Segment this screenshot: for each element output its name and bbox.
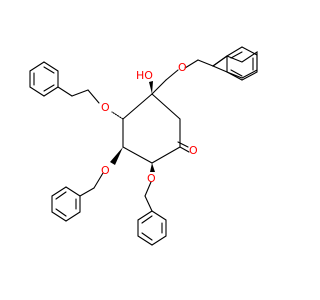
hydroxyl-label: HO xyxy=(136,69,153,82)
c4-hash-bond xyxy=(111,111,124,120)
c3-o-ch2-bond xyxy=(93,172,104,189)
ether-oxygen-c2-label: O xyxy=(147,172,156,185)
phenyl-ring-top-left xyxy=(29,61,89,97)
phenyl-ring-bottom-left xyxy=(51,186,95,222)
c2-wedge-bond xyxy=(150,163,155,172)
c4-o-ch2-bond xyxy=(87,89,100,104)
ketone-oxygen-label: O xyxy=(189,144,198,157)
c3-wedge-bond xyxy=(110,147,123,165)
ether-oxygen-c3-label: O xyxy=(101,164,110,177)
phenyl-ring-bottom-center xyxy=(137,195,167,246)
c5-substituents xyxy=(149,59,199,95)
c2-o-ch2-bond xyxy=(144,181,152,197)
molecule-drawing: HO O O O O O xyxy=(29,46,258,246)
cyclohexanone-ring xyxy=(122,93,181,164)
phenyl-ring-top-right xyxy=(197,46,258,81)
ketone-double-bond xyxy=(177,141,190,153)
structure-canvas: HO O O O O O xyxy=(29,46,258,246)
ether-oxygen-c4-label: O xyxy=(101,101,110,114)
ether-oxygen-top-label: O xyxy=(178,61,187,74)
